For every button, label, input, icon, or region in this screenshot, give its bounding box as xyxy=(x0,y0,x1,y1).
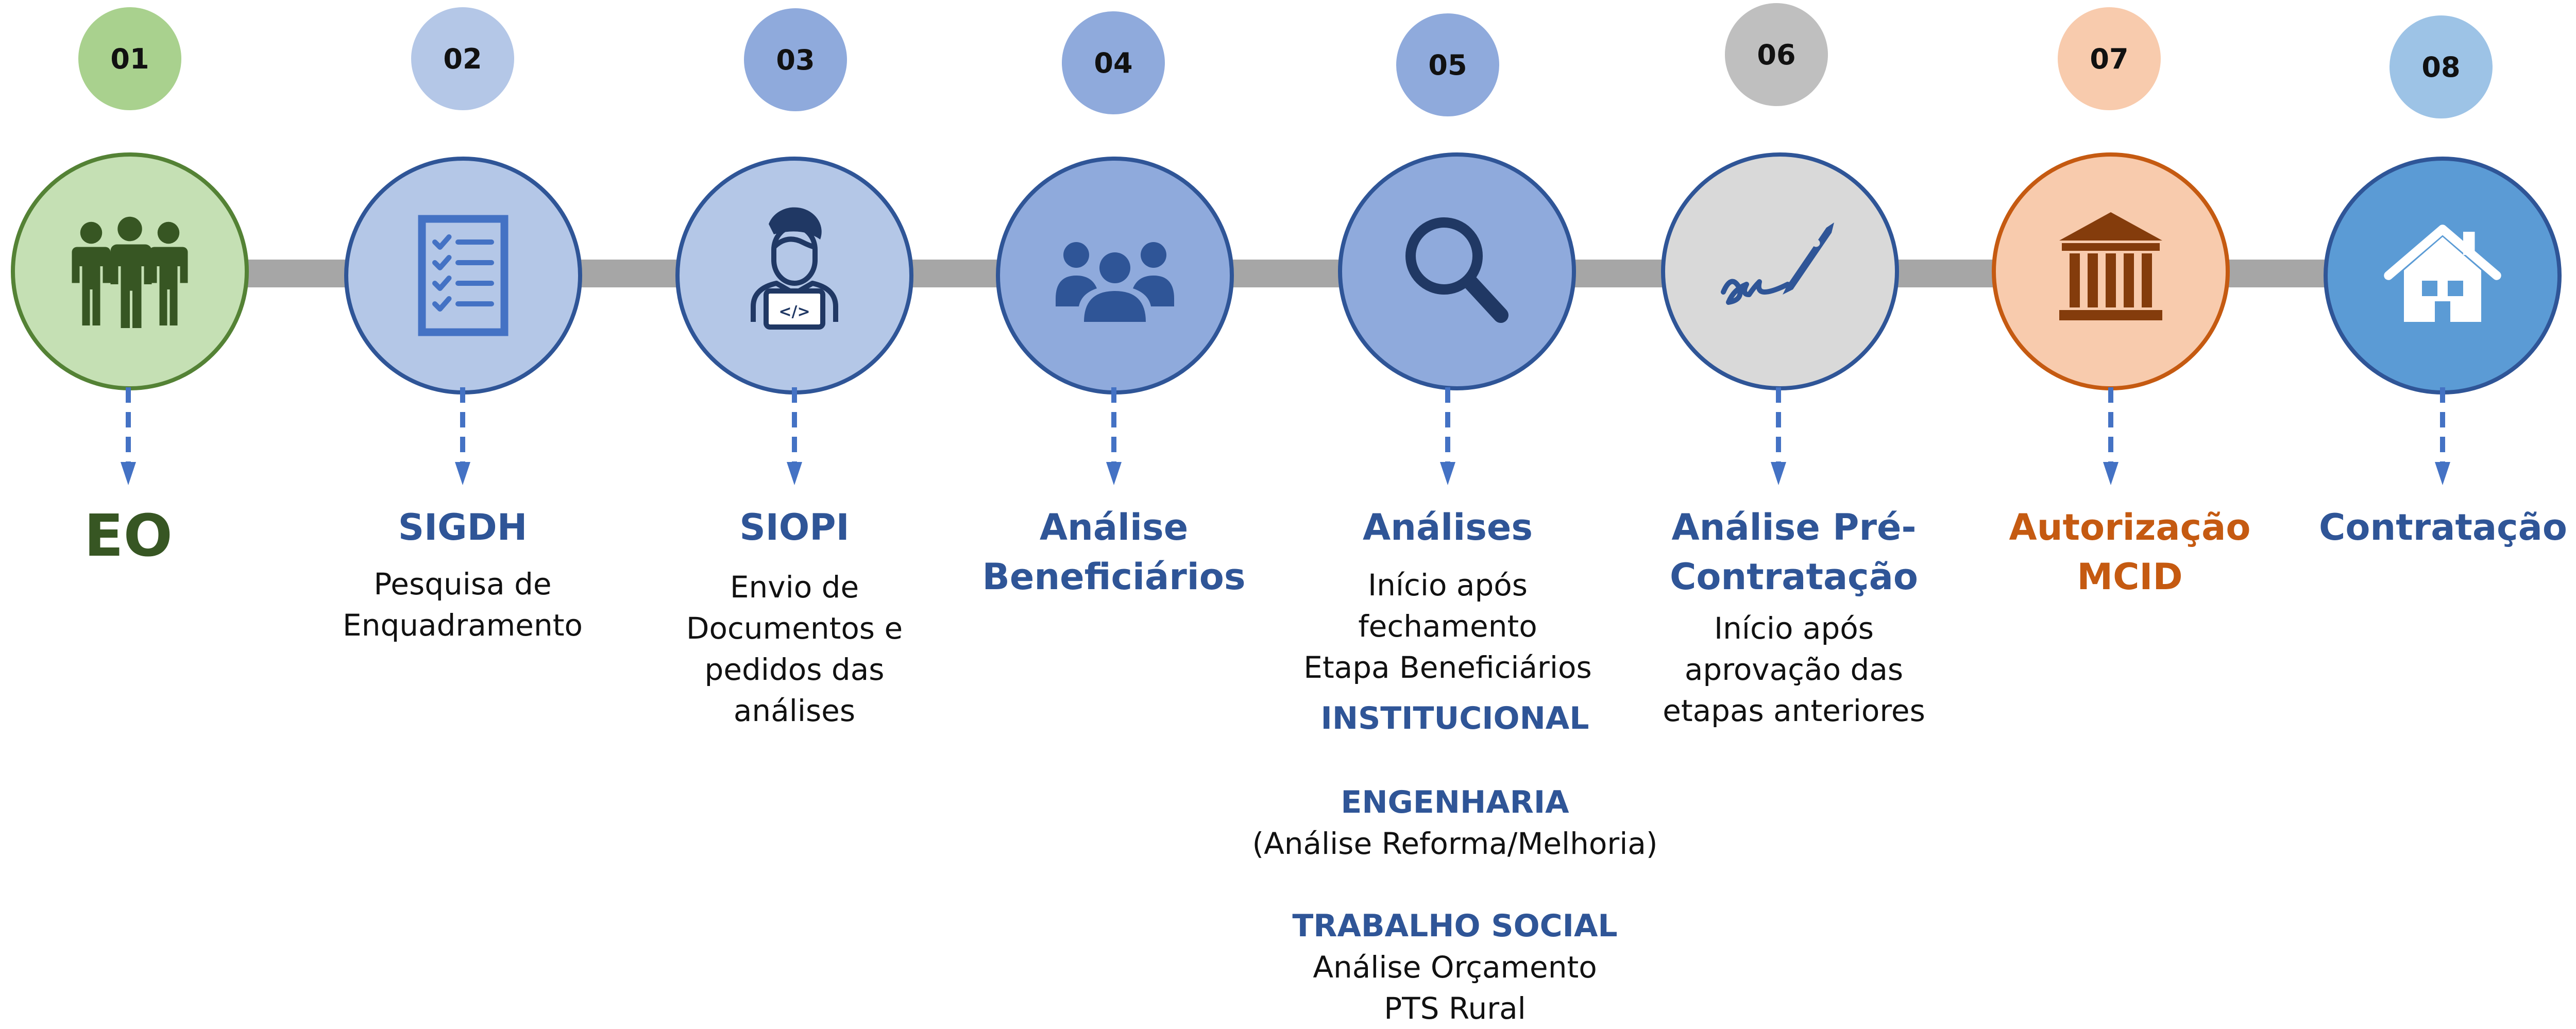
people-group-icon xyxy=(72,216,188,328)
step-description: Início após fechamento Etapa Beneficiári… xyxy=(1303,568,1592,685)
analysis-trabalho-social-heading: TRABALHO SOCIAL xyxy=(1292,908,1618,944)
group-users-icon xyxy=(1056,242,1174,322)
step-title: Autorização MCID xyxy=(2009,506,2251,598)
dashed-down-arrow xyxy=(1771,387,1786,485)
dashed-down-arrow xyxy=(1106,387,1122,485)
step-title: SIOPI xyxy=(739,506,850,548)
user-laptop-icon: </> xyxy=(751,207,838,330)
analysis-engenharia-text: (Análise Reforma/Melhoria) xyxy=(1252,826,1658,861)
step-circle-analise-beneficiarios xyxy=(996,157,1234,395)
step-number-badge: 02 xyxy=(411,7,514,110)
step-number-badge: 05 xyxy=(1396,13,1499,116)
step-number-badge: 07 xyxy=(2058,7,2161,110)
step-description: Início após aprovação das etapas anterio… xyxy=(1663,611,1925,728)
step-title: Análise Beneficiários xyxy=(982,506,1246,598)
step-circle-autorizacao-mcid xyxy=(1992,152,2230,390)
step-circle-contratacao xyxy=(2324,157,2562,395)
step-number-badge: 04 xyxy=(1062,11,1165,114)
step-number-badge: 03 xyxy=(744,8,847,111)
step-title: Análise Pré- Contratação xyxy=(1669,506,1919,598)
magnifier-icon xyxy=(1405,217,1509,323)
dashed-down-arrow xyxy=(2435,387,2450,485)
svg-text:</>: </> xyxy=(778,303,810,321)
house-icon xyxy=(2384,225,2501,322)
checklist-icon xyxy=(418,215,509,336)
step-number-badge: 01 xyxy=(78,7,181,110)
dashed-down-arrow xyxy=(2103,387,2119,485)
dashed-down-arrow xyxy=(1440,387,1455,485)
step-title: SIGDH xyxy=(398,506,528,548)
step-number-badge: 06 xyxy=(1725,3,1828,106)
dashed-down-arrow xyxy=(121,387,136,485)
step-number-badge: 08 xyxy=(2389,15,2493,118)
bank-building-icon xyxy=(2059,212,2162,320)
step-description: Envio de Documentos e pedidos das anális… xyxy=(686,570,903,728)
dashed-down-arrow xyxy=(455,387,470,485)
analysis-trabalho-social-line: Análise Orçamento xyxy=(1313,950,1597,985)
step-circle-siopi: </> xyxy=(675,157,913,395)
step-circle-sigdh xyxy=(344,157,582,395)
analysis-trabalho-social-line: PTS Rural xyxy=(1384,991,1526,1026)
step-circle-eo xyxy=(11,152,249,390)
signature-pen-icon xyxy=(1721,222,1834,305)
step-title: EO xyxy=(84,503,173,570)
step-title: Análises xyxy=(1362,506,1533,548)
step-circle-analise-pre-contratacao xyxy=(1661,152,1899,390)
analysis-engenharia-heading: ENGENHARIA xyxy=(1341,784,1569,820)
step-description: Pesquisa de Enquadramento xyxy=(343,567,583,643)
step-circle-analises xyxy=(1338,152,1576,390)
analysis-institucional-heading: INSTITUCIONAL xyxy=(1320,700,1589,736)
step-title: Contratação xyxy=(2318,506,2568,548)
dashed-down-arrow xyxy=(787,387,802,485)
